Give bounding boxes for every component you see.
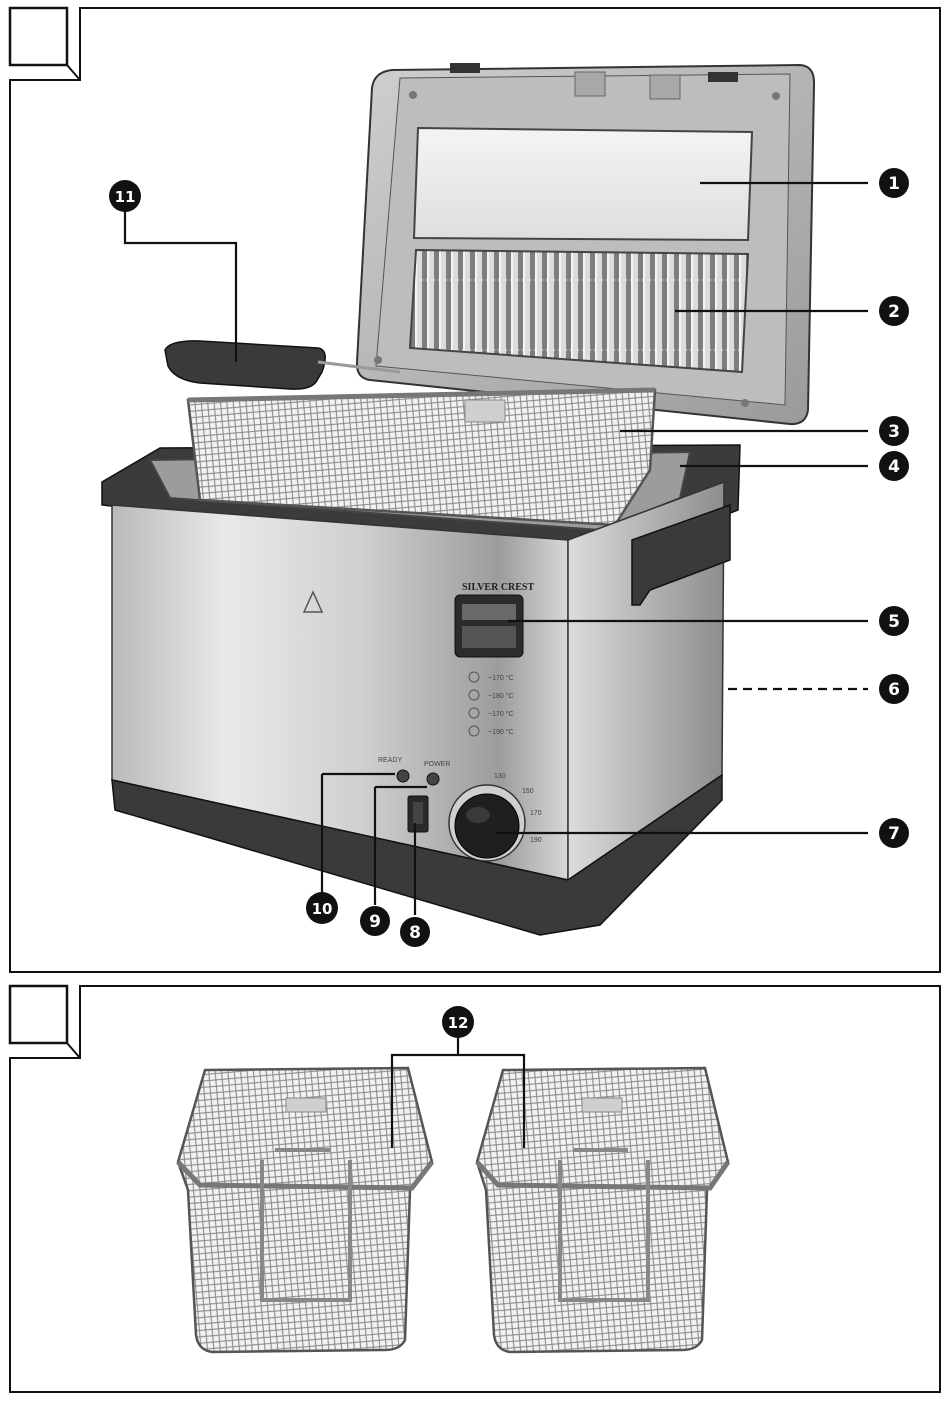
callout-5: 5 [879, 606, 909, 636]
dial-mark: 170 [530, 810, 542, 817]
panel-a: SILVER CREST ~170 °C ~180 °C ~170 °C ~19… [10, 8, 940, 972]
panel-b-frame [10, 986, 940, 1392]
callout-11: 11 [109, 180, 141, 212]
svg-text:12: 12 [448, 1014, 469, 1032]
callout-4: 4 [879, 451, 909, 481]
svg-text:7: 7 [888, 824, 900, 844]
housing-viewing-window [455, 595, 523, 657]
callout-3: 3 [879, 416, 909, 446]
callout-10: 10 [306, 892, 338, 924]
dial-mark: 130 [494, 773, 506, 780]
power-lamp [427, 773, 439, 785]
callout-9: 9 [360, 906, 390, 936]
callout-2: 2 [879, 296, 909, 326]
svg-text:8: 8 [409, 923, 421, 943]
svg-text:10: 10 [312, 900, 333, 918]
svg-text:2: 2 [888, 302, 900, 322]
callout-6: 6 [879, 674, 909, 704]
ready-lamp [397, 770, 409, 782]
panel-b: 12 [10, 986, 940, 1392]
panel-b-tag [10, 986, 67, 1043]
svg-text:3: 3 [888, 422, 900, 442]
basket-handle [165, 341, 325, 389]
dial-mark: 190 [530, 837, 542, 844]
small-basket-right [477, 1068, 728, 1352]
svg-text:11: 11 [115, 188, 136, 206]
temperature-mark: ~180 °C [488, 692, 514, 700]
panel-a-tag [10, 8, 67, 65]
svg-text:5: 5 [888, 612, 900, 632]
callout-7: 7 [879, 818, 909, 848]
svg-text:4: 4 [888, 457, 900, 477]
lid [357, 63, 814, 424]
svg-text:9: 9 [369, 912, 381, 932]
temperature-mark: ~190 °C [488, 728, 514, 736]
callout-1: 1 [879, 168, 909, 198]
small-basket-left [178, 1068, 432, 1352]
brand-label: SILVER CREST [462, 582, 534, 593]
temperature-mark: ~170 °C [488, 710, 514, 718]
ready-lamp-label: READY [378, 757, 402, 764]
svg-text:1: 1 [888, 174, 900, 194]
temperature-mark: ~170 °C [488, 674, 514, 682]
callout-8: 8 [400, 917, 430, 947]
callout-12: 12 [442, 1006, 474, 1038]
svg-text:6: 6 [888, 680, 900, 700]
dial-mark: 150 [522, 788, 534, 795]
power-lamp-label: POWER [424, 761, 450, 768]
